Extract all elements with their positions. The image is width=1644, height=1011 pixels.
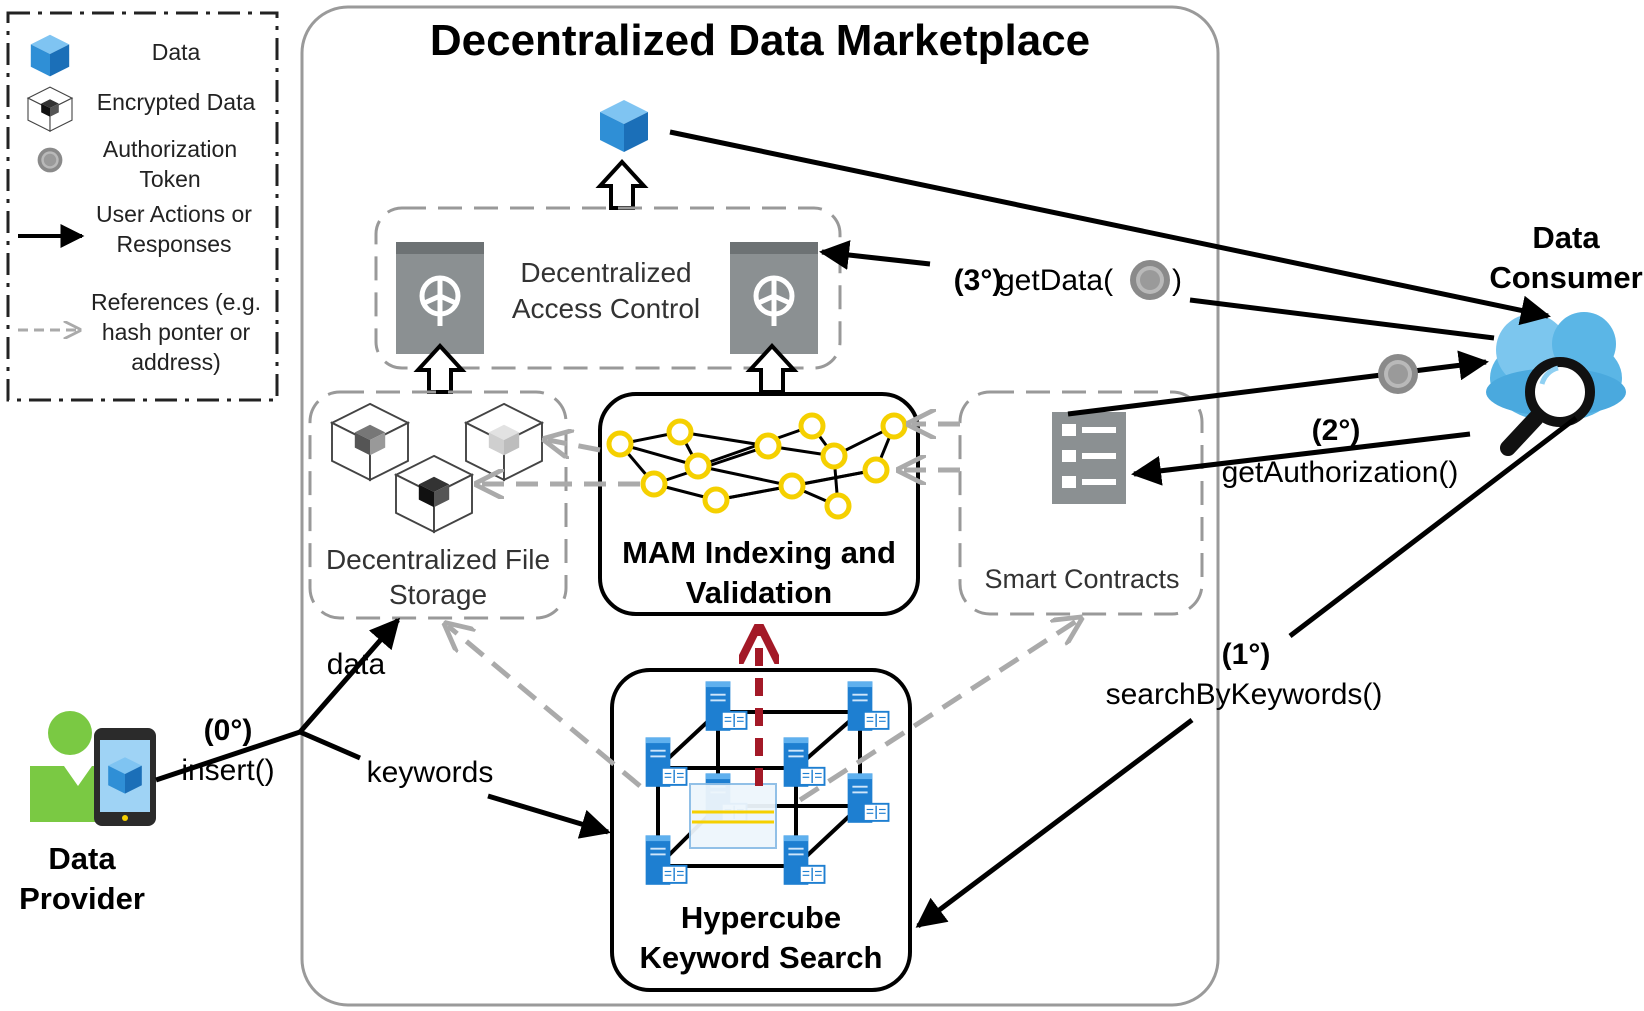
up-arrow-icon <box>598 160 646 210</box>
legend-actions-label: User Actions or <box>96 201 252 227</box>
file-storage-label: Decentralized File <box>326 544 550 575</box>
legend-refs-label-2: hash ponter or <box>102 319 251 345</box>
mam-node <box>754 432 782 460</box>
data-cube-icon <box>30 34 70 77</box>
legend-encrypted-label: Encrypted Data <box>97 89 256 115</box>
legend-token-label-2: Token <box>139 166 200 192</box>
mam-node <box>880 412 908 440</box>
consumer-label-2: Consumer <box>1489 260 1642 295</box>
step-2-number: (2°) <box>1312 414 1361 447</box>
step-0-number: (0°) <box>204 714 253 747</box>
step-3-function-close: ) <box>1172 264 1182 297</box>
action-arrows <box>155 129 1578 928</box>
hypercube-label-2: Keyword Search <box>640 940 883 975</box>
mam-node <box>640 470 668 498</box>
legend-actions-label-2: Responses <box>116 231 231 257</box>
mam-node <box>666 418 694 446</box>
mam-node <box>820 442 848 470</box>
smart-contracts-label: Smart Contracts <box>984 564 1179 594</box>
mam-node <box>862 456 890 484</box>
data-cube-icon <box>600 100 648 152</box>
consumer-label: Data <box>1532 220 1600 255</box>
step-1-number: (1°) <box>1222 638 1271 671</box>
contract-list-icon <box>1052 412 1126 504</box>
legend-refs-label: References (e.g. <box>91 289 261 315</box>
step-3-number: (3°) <box>954 264 1003 297</box>
consumer-cloud-search-icon <box>1486 312 1626 456</box>
smart-contracts-box <box>958 390 1204 616</box>
access-control-label-2: Access Control <box>512 293 700 324</box>
provider-user-phone-icon <box>30 711 156 826</box>
authorization-token-icon <box>1130 260 1170 300</box>
data-flow-label: data <box>327 648 386 681</box>
mam-node <box>824 492 852 520</box>
mam-node <box>798 412 826 440</box>
step-1-function: searchByKeywords() <box>1106 678 1383 711</box>
step-2-function: getAuthorization() <box>1222 456 1459 489</box>
mam-node <box>702 486 730 514</box>
authorization-token-icon <box>37 147 63 173</box>
marketplace-frame <box>300 5 1220 1007</box>
provider-label-2: Provider <box>19 881 145 916</box>
mam-node <box>684 452 712 480</box>
legend: Data Encrypted Data Authorization Token … <box>6 11 279 402</box>
mam-label-2: Validation <box>686 575 832 610</box>
step-3-function: getData( <box>998 264 1113 297</box>
lock-box-icon <box>730 242 818 354</box>
step-0-function: insert() <box>181 754 274 787</box>
mam-label: MAM Indexing and <box>622 535 896 570</box>
encrypted-data-icon <box>465 402 543 481</box>
keywords-flow-label: keywords <box>367 756 494 789</box>
provider-label: Data <box>48 841 116 876</box>
mam-node-group <box>606 412 908 520</box>
file-storage-box <box>308 390 568 620</box>
reference-arrows <box>448 424 1078 803</box>
file-storage-label-2: Storage <box>389 579 487 610</box>
encrypted-data-icon <box>331 402 409 481</box>
mam-node <box>606 430 634 458</box>
mam-node <box>778 472 806 500</box>
encrypted-data-icon <box>395 454 473 533</box>
keyword-document-icon <box>689 783 777 849</box>
authorization-token-icon <box>1378 354 1418 394</box>
legend-refs-label-3: address) <box>131 349 220 375</box>
lock-box-icon <box>396 242 484 354</box>
legend-data-label: Data <box>152 39 201 65</box>
encrypted-data-icon <box>27 86 73 132</box>
access-control-box <box>374 206 842 370</box>
legend-token-label: Authorization <box>103 136 237 162</box>
access-control-label: Decentralized <box>520 257 691 288</box>
hypercube-label: Hypercube <box>681 900 841 935</box>
diagram-title: Decentralized Data Marketplace <box>430 16 1090 65</box>
